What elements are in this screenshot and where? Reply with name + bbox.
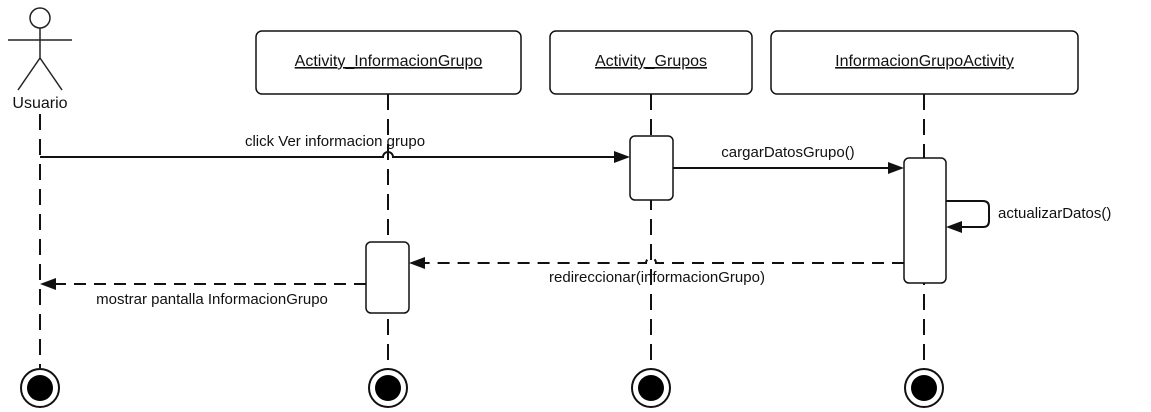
object-title: Activity_InformacionGrupo	[295, 53, 483, 70]
message-line	[418, 257, 904, 264]
end-marker-informaciongrupoactivity	[904, 368, 944, 408]
object-activity-informaciongrupo: Activity_InformacionGrupo	[255, 30, 522, 95]
end-dot	[638, 375, 664, 401]
object-title: InformacionGrupoActivity	[835, 53, 1014, 70]
end-marker-activity-informaciongrupo	[368, 368, 408, 408]
object-box	[549, 30, 753, 95]
actor-head	[29, 7, 51, 29]
activation-bar-activity-grupos	[629, 135, 674, 201]
message-click-ver-informacion-grupo: click Ver informacion grupo	[40, 133, 630, 163]
message-mostrar-pantalla: mostrar pantalla InformacionGrupo	[40, 278, 366, 308]
message-cargardatosgrupo: cargarDatosGrupo()	[673, 144, 904, 174]
arrowhead	[40, 278, 56, 290]
end-marker-activity-grupos	[631, 368, 671, 408]
end-dot	[375, 375, 401, 401]
actor-label: Usuario	[12, 95, 67, 112]
message-actualizardatos: actualizarDatos()	[946, 200, 1111, 233]
activation-bar-informaciongrupoactivity	[903, 157, 947, 284]
message-line	[40, 151, 622, 158]
message-redireccionar: redireccionar(informacionGrupo)	[409, 257, 904, 286]
lifelines	[39, 94, 925, 368]
actor-left-leg	[17, 57, 41, 91]
actor-right-leg	[39, 57, 63, 91]
end-dot	[27, 375, 53, 401]
actor-usuario: Usuario	[8, 7, 72, 112]
end-dot	[911, 375, 937, 401]
object-informaciongrupoactivity: InformacionGrupoActivity	[770, 30, 1079, 95]
object-box	[255, 30, 522, 95]
message-label: mostrar pantalla InformacionGrupo	[96, 291, 328, 308]
object-box	[770, 30, 1079, 95]
message-label: cargarDatosGrupo()	[721, 144, 854, 161]
arrowhead	[614, 151, 630, 163]
message-label: redireccionar(informacionGrupo)	[549, 269, 765, 286]
end-marker-usuario	[20, 368, 60, 408]
arrowhead	[888, 162, 904, 174]
message-label: actualizarDatos()	[998, 205, 1111, 222]
message-line	[946, 200, 990, 228]
arrowhead	[946, 221, 962, 233]
object-title: Activity_Grupos	[595, 53, 707, 70]
arrowhead	[409, 257, 425, 269]
object-activity-grupos: Activity_Grupos	[549, 30, 753, 95]
activation-bar-activity-informaciongrupo	[365, 241, 410, 314]
message-label: click Ver informacion grupo	[245, 133, 425, 150]
